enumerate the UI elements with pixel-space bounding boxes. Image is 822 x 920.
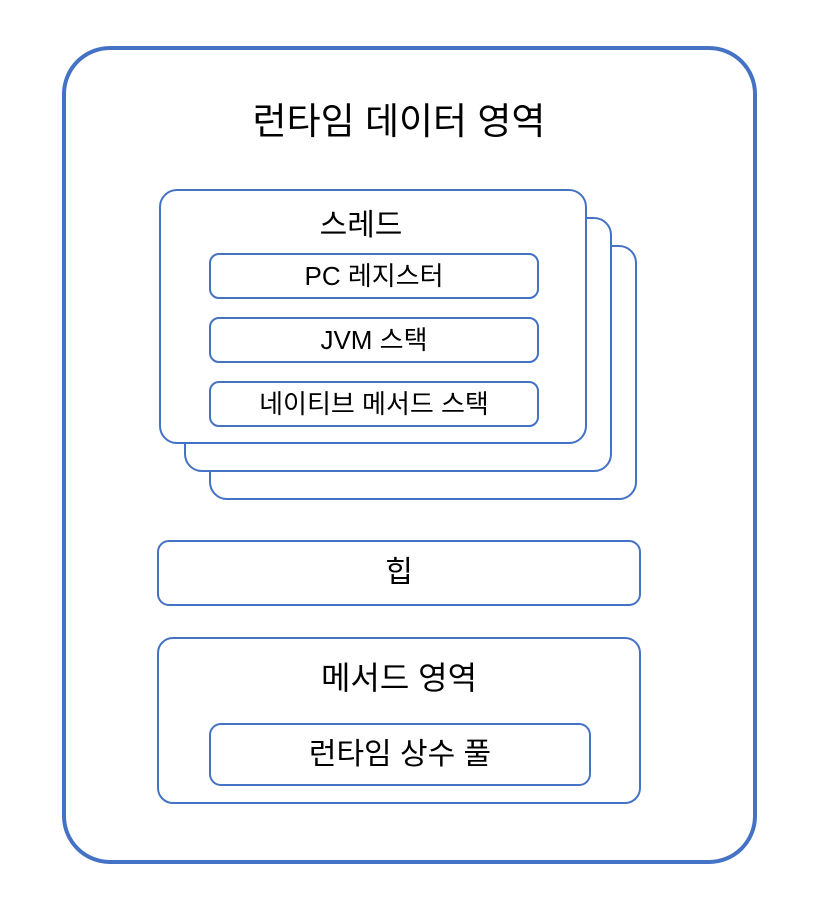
- page-title: 런타임 데이터 영역: [252, 101, 546, 142]
- thread-card-title: 스레드: [319, 209, 403, 242]
- thread-part-native-method-stack: 네이티브 메서드 스택: [209, 381, 539, 427]
- thread-stack-group: 스레드 PC 레지스터 JVM 스택 네이티브 메서드 스택: [159, 189, 637, 500]
- thread-parts-list: PC 레지스터 JVM 스택 네이티브 메서드 스택: [209, 253, 539, 427]
- thread-card-front: 스레드 PC 레지스터 JVM 스택 네이티브 메서드 스택: [159, 189, 587, 444]
- runtime-data-area-container: 런타임 데이터 영역 스레드 PC 레지스터 JVM 스택 네이티브 메서드 스…: [62, 46, 757, 864]
- runtime-constant-pool-box: 런타임 상수 풀: [209, 723, 591, 786]
- method-area-title: 메서드 영역: [320, 660, 478, 696]
- method-area-box: 메서드 영역 런타임 상수 풀: [157, 637, 641, 804]
- heap-box: 힙: [157, 540, 641, 606]
- thread-part-pc-register: PC 레지스터: [209, 253, 539, 299]
- thread-part-jvm-stack: JVM 스택: [209, 317, 539, 363]
